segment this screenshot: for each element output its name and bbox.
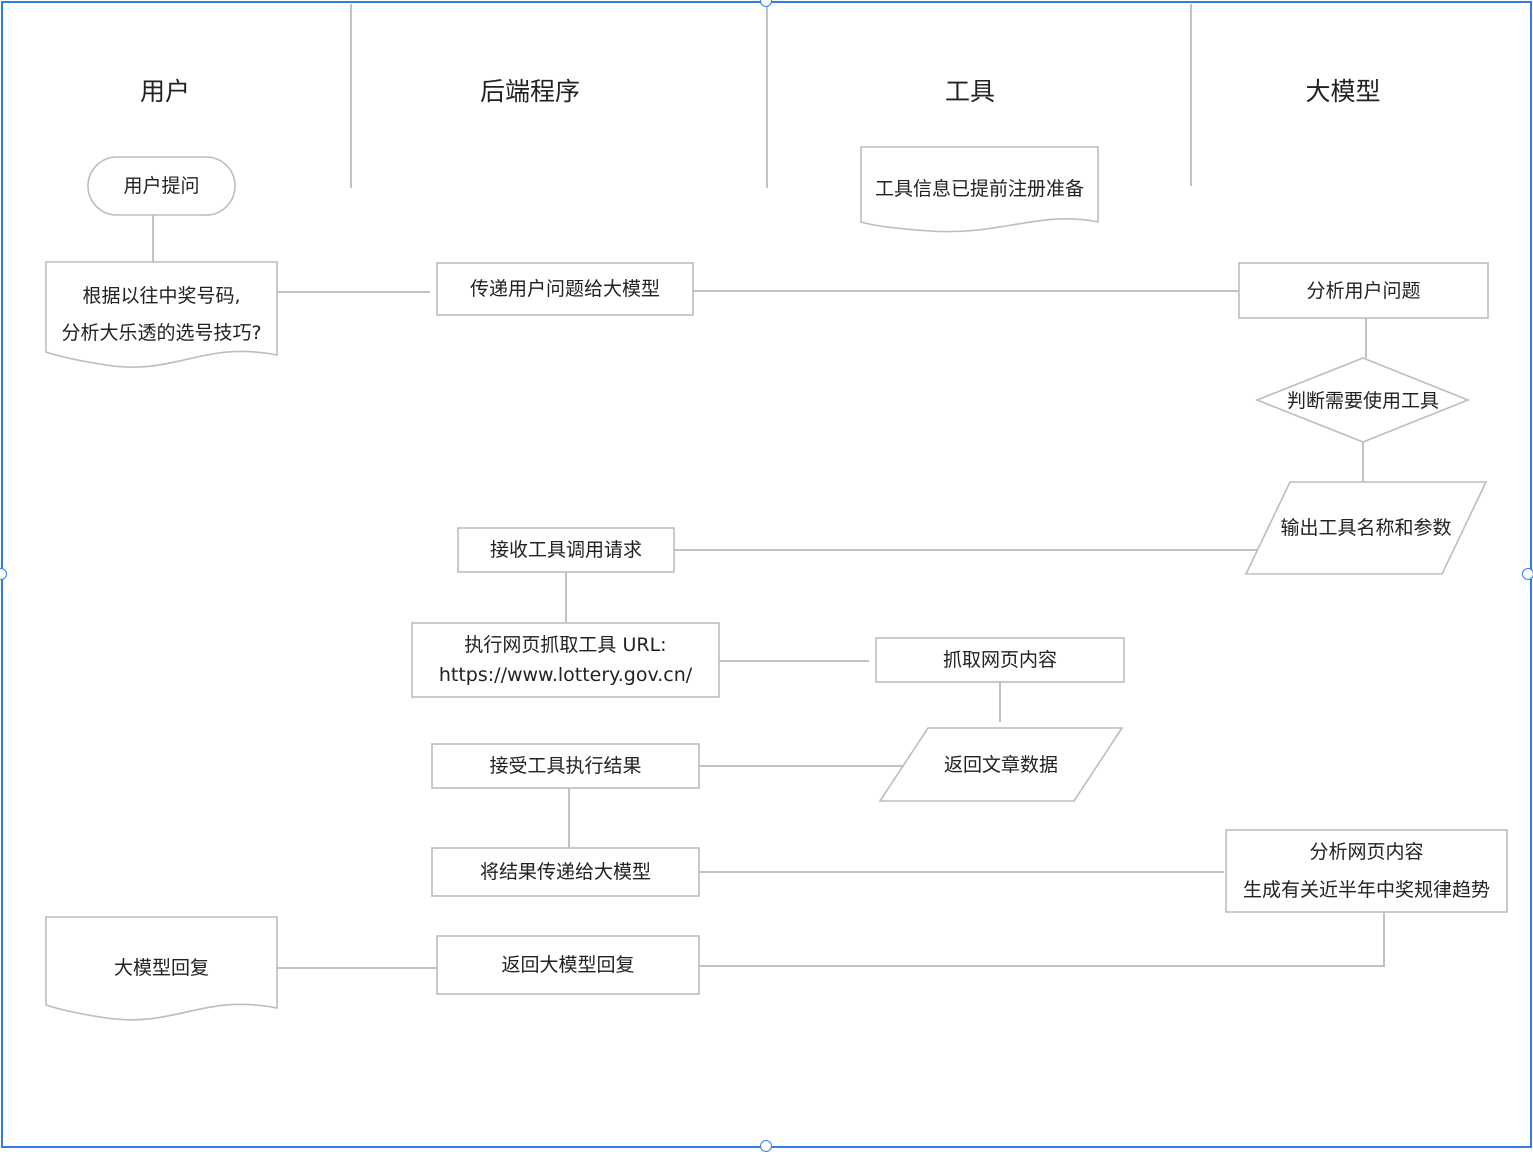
lane-title-user: 用户 bbox=[139, 77, 190, 106]
analyze-question-label[interactable]: 分析用户问题 bbox=[1306, 280, 1421, 302]
accept-result-shape[interactable] bbox=[431, 743, 700, 789]
scrape-page-shape[interactable] bbox=[875, 637, 1125, 683]
analyze-page-line1: 分析网页内容 bbox=[1309, 841, 1424, 863]
question-text-line1: 根据以往中奖号码, bbox=[82, 285, 241, 307]
user-question-shape[interactable] bbox=[87, 156, 236, 216]
analyze-page-shape[interactable] bbox=[1225, 829, 1508, 913]
decide-tool-label[interactable]: 判断需要使用工具 bbox=[1286, 390, 1439, 412]
analyze-question-shape[interactable] bbox=[1238, 262, 1489, 319]
forward-question-label[interactable]: 传递用户问题给大模型 bbox=[469, 278, 660, 300]
question-text-shape[interactable] bbox=[45, 261, 278, 368]
return-reply-label[interactable]: 返回大模型回复 bbox=[501, 954, 635, 976]
analyze-page-line2: 生成有关近半年中奖规律趋势 bbox=[1242, 879, 1490, 901]
receive-tool-call-shape[interactable] bbox=[457, 527, 675, 573]
return-reply-shape[interactable] bbox=[436, 935, 700, 995]
forward-result-label[interactable]: 将结果传递给大模型 bbox=[479, 861, 651, 883]
forward-result-shape[interactable] bbox=[431, 847, 700, 897]
lane-title-model: 大模型 bbox=[1305, 77, 1381, 106]
frame-handle-right[interactable] bbox=[1522, 568, 1533, 580]
return-article-shape[interactable] bbox=[878, 727, 1124, 802]
model-reply-shape[interactable] bbox=[45, 916, 278, 1021]
receive-tool-call-label[interactable]: 接收工具调用请求 bbox=[489, 539, 642, 561]
model-reply-label[interactable]: 大模型回复 bbox=[113, 957, 209, 979]
question-text-line2: 分析大乐透的选号技巧? bbox=[61, 322, 262, 344]
scrape-page-label[interactable]: 抓取网页内容 bbox=[942, 649, 1057, 671]
output-tool-shape[interactable] bbox=[1244, 481, 1488, 575]
connector-analyze-page-to-reply bbox=[699, 912, 1385, 967]
tool-registered-label[interactable]: 工具信息已提前注册准备 bbox=[874, 178, 1084, 200]
lane-title-backend: 后端程序 bbox=[479, 77, 580, 106]
lane-title-tool: 工具 bbox=[944, 77, 995, 106]
output-tool-label[interactable]: 输出工具名称和参数 bbox=[1280, 517, 1452, 539]
accept-result-label[interactable]: 接受工具执行结果 bbox=[489, 755, 642, 777]
frame-handle-bottom[interactable] bbox=[760, 1140, 772, 1152]
run-scraper-line1: 执行网页抓取工具 URL: bbox=[464, 634, 667, 656]
return-article-label[interactable]: 返回文章数据 bbox=[943, 754, 1058, 776]
tool-registered-shape[interactable] bbox=[860, 146, 1099, 233]
user-question-label[interactable]: 用户提问 bbox=[123, 175, 200, 197]
decide-tool-shape[interactable] bbox=[1254, 357, 1471, 443]
run-scraper-line2: https://www.lottery.gov.cn/ bbox=[438, 664, 693, 686]
forward-question-shape[interactable] bbox=[436, 262, 694, 316]
run-scraper-shape[interactable] bbox=[411, 622, 720, 698]
